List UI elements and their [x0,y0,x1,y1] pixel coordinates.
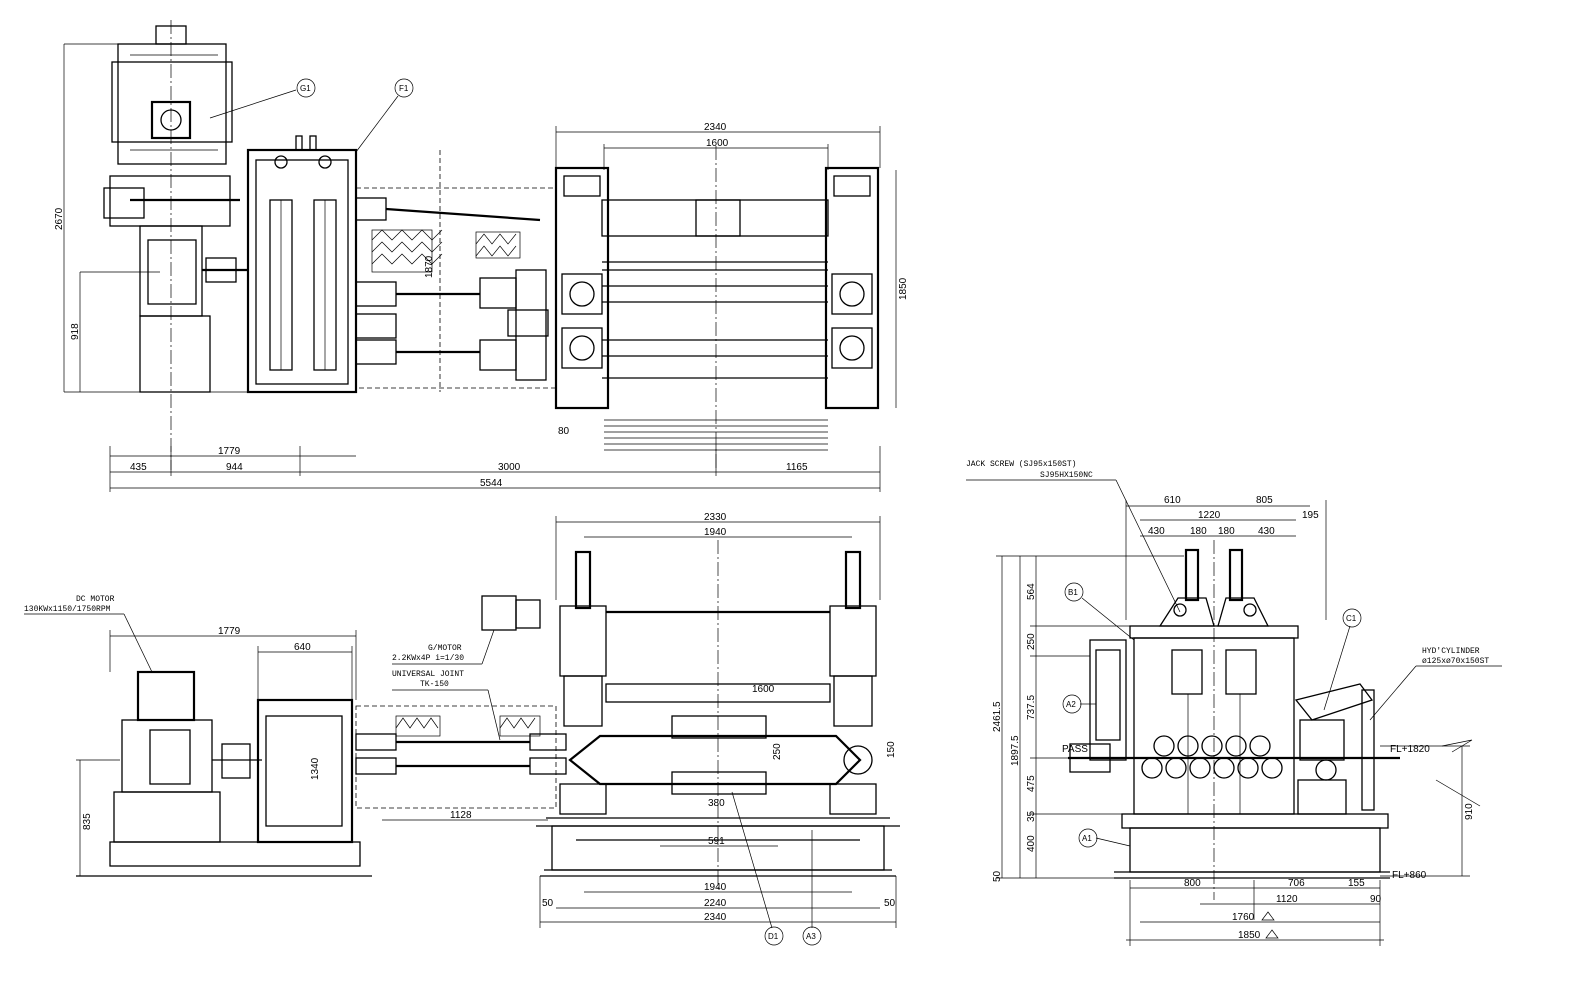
dim-front-1600: 1600 [752,684,775,695]
side-dim-row3: 430 [1258,526,1275,537]
hyd-note-1: HYD'CYLINDER [1422,647,1480,656]
hatch-section-front-left [395,715,441,737]
hatch-section-left [371,229,443,273]
dim-small-offset: 80 [558,426,570,437]
side-dim-v5: 400 [1026,835,1037,852]
dim-front-2330: 2330 [704,512,727,523]
dim-front-base-2240: 2240 [704,898,727,909]
dim-front-380: 380 [708,798,725,809]
side-dim-90: 90 [1370,894,1382,905]
callout-b1-bubble [1064,582,1084,602]
roll-cluster [1068,735,1400,779]
dim-front-640: 640 [294,642,311,653]
fl-bottom: FL+860 [1392,870,1427,881]
dim-front-base-2340: 2340 [704,912,727,923]
top-plan-view: 2340 1600 1850 2670 918 1870 80 1779 435… [54,20,909,492]
side-elevation-view: JACK SCREW (SJ95x150ST) SJ95HX150NC 610 … [966,460,1502,946]
dim-front-835: 835 [82,813,93,830]
gmotor-note-1: G/MOTOR [428,644,462,653]
callout-g1: G1 [300,84,311,93]
side-pass-label: PASS [1062,744,1088,755]
mill-stand-front [536,540,900,890]
dim-front-1128: 1128 [450,810,472,821]
side-dim-row0: 430 [1148,526,1165,537]
side-dim-v2: 737.5 [1026,695,1037,720]
side-dim-v6: 50 [992,870,1003,882]
callout-a2: A2 [1066,700,1076,709]
dim-top-inner: 1600 [706,138,729,149]
front-elevation-view: 835 640 1340 1779 DC MOTOR 130KWx1150/17… [24,512,900,946]
jack-screw-note-2: SJ95HX150NC [1040,471,1093,480]
hyd-note-2: ø125xø70x150ST [1422,657,1489,666]
side-dim-v1: 250 [1026,633,1037,650]
jack-screw-note-1: JACK SCREW (SJ95x150ST) [966,460,1076,469]
callout-a3: A3 [806,932,816,941]
fl-top: FL+1820 [1390,744,1430,755]
dim-top-left-height: 2670 [54,207,65,230]
dc-motor-note-1: DC MOTOR [76,595,115,604]
callout-d1-bubble [764,926,784,946]
dim-top-b0: 435 [130,462,147,473]
gearbox-output-couplings [355,197,541,365]
hatch-section-front-right [499,715,541,737]
side-dim-1850: 1850 [1238,930,1261,941]
callout-c1-bubble [1342,608,1362,628]
dim-front-1940-top: 1940 [704,527,727,538]
callout-f1: F1 [399,84,409,93]
dim-front-gap-left: 50 [542,898,554,909]
callout-b1: B1 [1068,588,1078,597]
dim-front-gap-right: 50 [884,898,896,909]
side-dim-sub: 1897.5 [1010,735,1021,766]
dim-front-base-1940: 1940 [704,882,727,893]
dim-top-b2: 3000 [498,462,521,473]
dim-front-150: 150 [886,741,897,758]
callout-g1-bubble [296,78,316,98]
side-dim-v4: 35 [1026,810,1037,822]
gmotor-note-2: 2.2KWx4P i=1/30 [392,654,464,663]
side-dim-195: 195 [1302,510,1319,521]
callout-c1: C1 [1346,614,1357,623]
side-dim-row1: 180 [1190,526,1207,537]
dim-front-1340: 1340 [310,757,321,780]
dim-top-right-height: 1850 [898,277,909,300]
joint-note-2: TK-150 [420,680,449,689]
side-dim-bottom1: 706 [1288,878,1305,889]
callout-a3-bubble [802,926,822,946]
callout-a1-bubble [1078,828,1098,848]
hatch-section-right [475,231,521,259]
dim-top-mid-height: 918 [70,323,81,340]
side-dim-805: 805 [1256,495,1273,506]
dc-motor-note-2: 130KWx1150/1750RPM [24,605,111,614]
side-dim-910: 910 [1464,803,1475,820]
side-dim-bottom2: 155 [1348,878,1365,889]
dim-front-250: 250 [772,743,783,760]
side-dim-1120: 1120 [1276,894,1298,905]
mill-stand-plan [554,146,880,470]
side-dim-1760: 1760 [1232,912,1255,923]
dim-front-1779: 1779 [218,626,241,637]
dim-top-overall: 5544 [480,478,503,489]
dim-top-1779: 1779 [218,446,241,457]
dim-top-b3: 1165 [786,462,808,473]
callout-a2-bubble [1062,694,1082,714]
side-dim-v0: 564 [1026,583,1037,600]
side-dim-row2: 180 [1218,526,1235,537]
side-dim-total: 2461.5 [992,701,1003,732]
callout-a1: A1 [1082,834,1092,843]
callout-f1-bubble [394,78,414,98]
dim-flange: 1870 [424,255,435,278]
callout-d1: D1 [768,932,779,941]
side-dim-v3: 475 [1026,775,1037,792]
dim-front-591: 591 [708,836,725,847]
side-dim-1220: 1220 [1198,510,1221,521]
joint-note-1: UNIVERSAL JOINT [392,670,464,679]
dim-top-b1: 944 [226,462,243,473]
side-dim-bottom0: 800 [1184,878,1201,889]
dim-top-width: 2340 [704,122,727,133]
side-dim-610: 610 [1164,495,1181,506]
